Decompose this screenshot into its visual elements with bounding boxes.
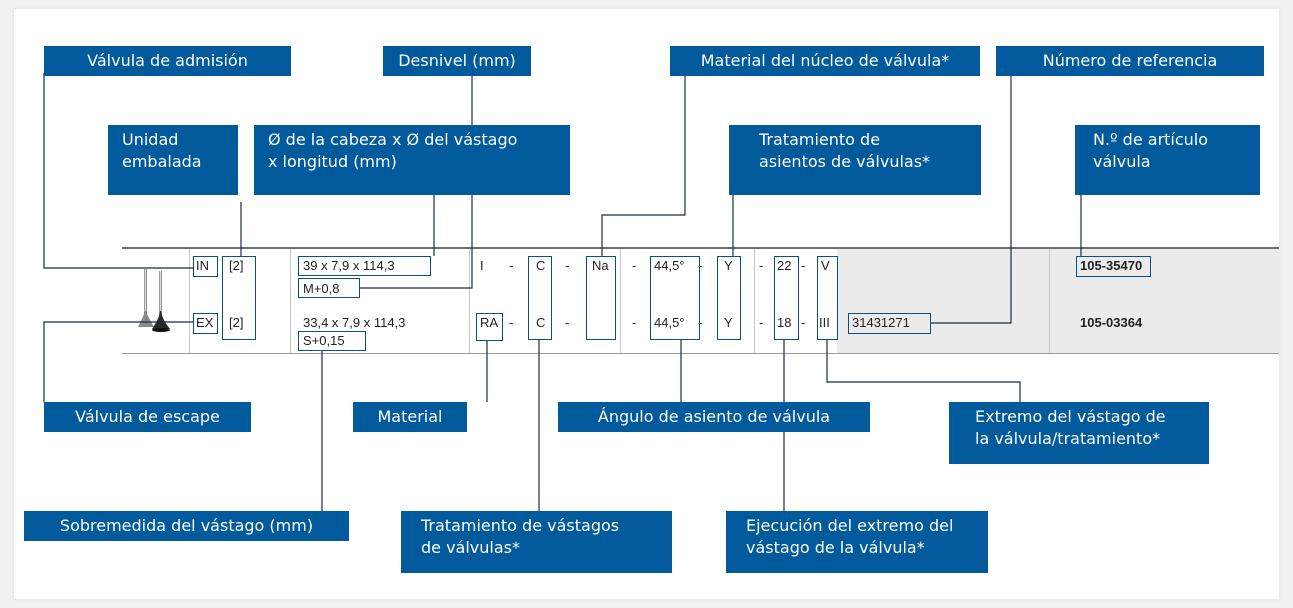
label-tratamiento-asientos-line2: asientos de válvulas* [759,152,931,171]
box-core [586,256,616,340]
box-tip [774,256,799,340]
label-tratamiento-vastagos: Tratamiento de vástagos de válvulas* [401,511,672,573]
leader-lines [43,73,1082,513]
label-ejecucion-extremo-line2: vástago de la válvula* [746,538,925,557]
box-ref [848,313,931,334]
label-valvula-escape: Válvula de escape [44,402,251,432]
row1-sep5: - [759,258,764,273]
label-cabeza-vastago-line1: Ø de la cabeza x Ø del vástago [268,130,518,149]
row2-sep5: - [759,315,764,330]
row2-article: 105-03364 [1080,315,1143,330]
row1-sep1: - [509,258,514,273]
box-article [1076,256,1151,277]
row2-ref: 31431271 [852,315,910,330]
column-divider [754,249,755,353]
row1-sep4: - [698,258,703,273]
label-unidad-embalada-line1: Unidad [122,130,179,149]
box-seat-treat [717,256,741,340]
label-ejecucion-extremo-line1: Ejecución del extremo del [746,516,954,535]
row2-tip-treat: III [819,315,830,330]
row1-tip: 22 [777,258,792,273]
row2-sep6: - [801,315,806,330]
box-material [476,313,503,341]
row1-article: 105-35470 [1080,258,1143,273]
label-n-articulo: N.º de artículo válvula [1075,125,1260,195]
label-n-articulo-line1: N.º de artículo [1093,130,1209,149]
box-type-in [193,256,218,277]
box-dims [298,256,431,276]
row2-sep1: - [509,315,514,330]
row2-stem-treat: C [536,315,546,330]
row2-type: EX [196,315,214,330]
box-qty [222,256,256,340]
column-divider [469,249,470,353]
row1-tip-treat: V [821,258,830,273]
row1-type: IN [196,258,209,273]
label-extremo-vastago-line1: Extremo del vástago de [975,407,1166,426]
row2-angle: 44,5° [654,315,685,330]
label-cabeza-vastago: Ø de la cabeza x Ø del vástago x longitu… [254,125,570,195]
label-numero-referencia: Número de referencia [996,46,1264,76]
row2-oversize: S+0,15 [303,333,345,348]
column-divider [1049,249,1050,353]
label-cabeza-vastago-line2: x longitud (mm) [268,152,397,171]
label-desnivel: Desnivel (mm) [383,46,531,76]
column-divider [620,249,621,353]
table-top-rule [122,247,1279,249]
label-valvula-admision: Válvula de admisión [44,46,291,76]
row1-material: I [480,258,484,273]
label-unidad-embalada: Unidad embalada [108,125,238,195]
row1-dims: 39 x 7,9 x 114,3 [303,258,395,273]
diagram-stage: IN [2] 39 x 7,9 x 114,3 M+0,8 I - C - Na… [14,9,1279,599]
table-shaded-area [837,248,1279,354]
row1-stem-treat: C [536,258,546,273]
row1-seat-treat: Y [724,258,733,273]
row1-sep6: - [801,258,806,273]
row2-qty: [2] [229,315,244,330]
row1-qty: [2] [229,258,244,273]
valve-icon [138,269,170,332]
label-tratamiento-asientos: Tratamiento de asientos de válvulas* [729,125,981,195]
label-extremo-vastago-line2: la válvula/tratamiento* [975,429,1161,448]
label-ejecucion-extremo: Ejecución del extremo del vástago de la … [726,511,988,573]
row2-tip: 18 [777,315,792,330]
column-divider [290,249,291,353]
box-oversize-s [298,331,366,351]
row1-sep2: - [565,258,570,273]
row2-dims: 33,4 x 7,9 x 114,3 [303,315,406,330]
row1-sep3: - [632,258,637,273]
label-angulo-asiento: Ángulo de asiento de válvula [558,402,870,432]
row2-sep3: - [632,315,637,330]
row1-oversize: M+0,8 [303,281,340,296]
label-tratamiento-vastagos-line2: de válvulas* [421,538,520,557]
row2-material: RA [480,315,499,330]
box-tip-treat [817,256,838,340]
row2-sep4: - [698,315,703,330]
row2-sep2: - [565,315,570,330]
label-sobremedida: Sobremedida del vástago (mm) [24,511,349,541]
label-material: Material [353,402,467,432]
row2-seat-treat: Y [724,315,733,330]
box-oversize-m [298,278,360,298]
table-bottom-rule [122,353,1279,354]
label-material-nucleo: Material del núcleo de válvula* [670,46,980,76]
label-tratamiento-vastagos-line1: Tratamiento de vástagos [421,516,620,535]
column-divider [189,249,190,353]
label-n-articulo-line2: válvula [1093,152,1151,171]
box-stem-treat [528,256,552,340]
label-extremo-vastago: Extremo del vástago de la válvula/tratam… [949,402,1209,464]
label-tratamiento-asientos-line1: Tratamiento de [759,130,881,149]
box-type-ex [193,313,218,334]
box-angle [650,256,700,340]
row1-angle: 44,5° [654,258,685,273]
label-unidad-embalada-line2: embalada [122,152,202,171]
row1-core: Na [592,258,609,273]
